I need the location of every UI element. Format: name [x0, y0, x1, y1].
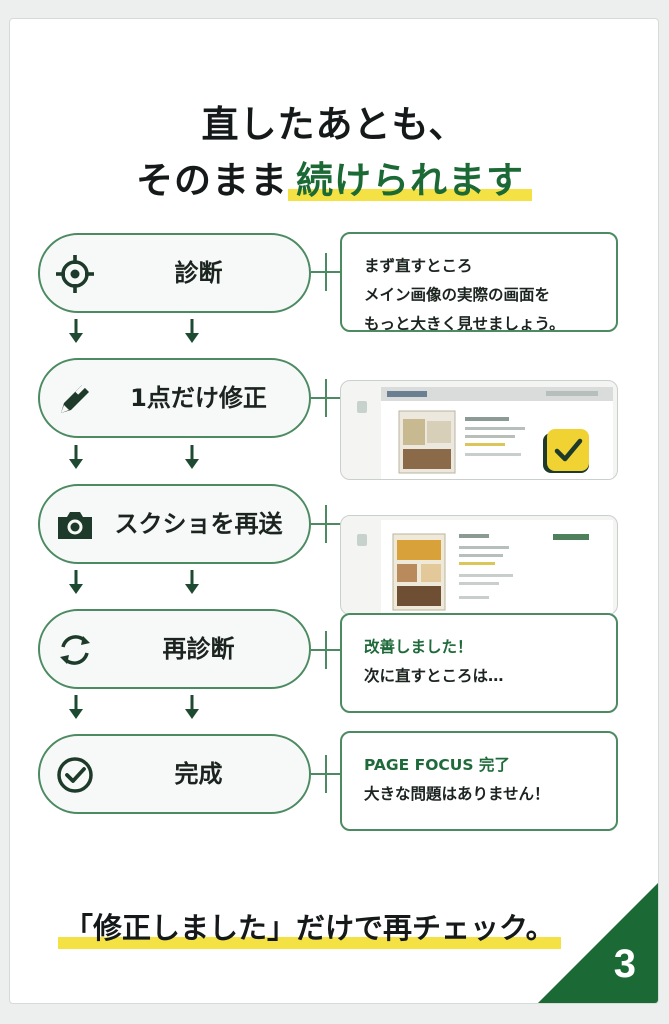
bubble-line: もっと大きく見せましょう。	[364, 315, 565, 332]
bubble-line: 次に直すところは…	[364, 667, 504, 685]
bubble-line: まず直すところ	[364, 257, 473, 275]
bubble-line: 改善しました！	[364, 638, 473, 656]
connector	[311, 253, 341, 291]
slide-card: 直したあとも、 そのまま続けられます 診断 1点だけ修正	[9, 18, 659, 1004]
step-label: スクショを再送	[114, 510, 283, 538]
connector	[311, 755, 341, 793]
down-arrow-icon	[185, 445, 199, 469]
step-complete: 完成	[38, 734, 311, 814]
page-number: 3	[613, 942, 636, 986]
connector	[311, 379, 341, 417]
bubble-line: メイン画像の実際の画面を	[364, 286, 551, 304]
down-arrow-icon	[185, 570, 199, 594]
bubble-line: PAGE FOCUS 完了	[364, 756, 510, 774]
down-arrow-icon	[185, 319, 199, 343]
headline-highlight: 続けられます	[288, 159, 532, 202]
headline-line2-plain: そのまま	[136, 159, 288, 202]
step-label: 再診断	[162, 635, 235, 663]
screenshot-preview-image	[357, 387, 613, 479]
bubble-line: 大きな問題はありません！	[364, 785, 550, 803]
headline-line2: そのまま続けられます	[10, 153, 658, 209]
down-arrow-icon	[185, 695, 199, 719]
down-arrow-icon	[69, 570, 83, 594]
step-label: 完成	[174, 760, 223, 788]
screenshot-thumbnail-fix	[340, 380, 618, 480]
footer-message: 「修正しました」だけで再チェック。	[58, 905, 561, 951]
check-circle-icon	[57, 757, 93, 793]
corner-triangle	[538, 883, 658, 1003]
down-arrow-icon	[69, 319, 83, 343]
headline: 直したあとも、 そのまま続けられます	[10, 97, 658, 209]
connector	[311, 631, 341, 669]
headline-line1: 直したあとも、	[201, 103, 467, 146]
step-label: 1点だけ修正	[130, 384, 267, 412]
connector	[311, 505, 341, 543]
step-fix: 1点だけ修正	[38, 358, 311, 438]
step-rediagnose: 再診断	[38, 609, 311, 689]
rediagnosis-bubble: 改善しました！ 次に直すところは…	[340, 613, 618, 713]
step-label: 診断	[174, 259, 223, 287]
step-diagnose: 診断	[38, 233, 311, 313]
camera-icon	[58, 512, 92, 539]
pencil-icon	[61, 384, 89, 413]
complete-bubble: PAGE FOCUS 完了 大きな問題はありません！	[340, 731, 618, 831]
diagnosis-bubble: まず直すところ メイン画像の実際の画面を もっと大きく見せましょう。	[340, 232, 618, 332]
crosshair-target-icon	[56, 255, 94, 293]
down-arrow-icon	[69, 445, 83, 469]
down-arrow-icon	[69, 695, 83, 719]
refresh-cycle-icon	[60, 635, 90, 665]
screenshot-thumbnail-resend	[340, 515, 618, 615]
step-resend-screenshot: スクショを再送	[38, 484, 311, 564]
screenshot-preview-image	[357, 520, 613, 614]
